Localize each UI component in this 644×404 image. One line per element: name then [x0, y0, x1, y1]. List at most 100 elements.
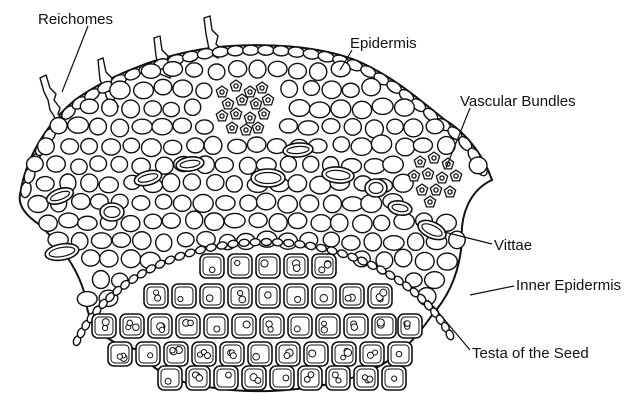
testa-nucleus [321, 327, 327, 333]
parenchyma-cell [205, 213, 224, 230]
parenchyma-cell [144, 101, 161, 116]
parenchyma-cell [278, 195, 298, 212]
parenchyma-cell [141, 139, 161, 157]
testa-nucleus [155, 295, 161, 301]
parenchyma-cell [415, 252, 434, 270]
parenchyma-cell [173, 195, 191, 211]
testa-nucleus [178, 296, 183, 301]
parenchyma-cell [288, 175, 307, 192]
parenchyma-cell [121, 216, 140, 232]
vascular-cell-lumen [248, 116, 252, 120]
parenchyma-cell [425, 272, 445, 289]
testa-nucleus [377, 319, 384, 326]
testa-nucleus [102, 325, 107, 330]
testa-cell [158, 366, 182, 390]
testa-cell [270, 366, 294, 390]
vascular-cell-lumen [234, 112, 238, 116]
parenchyma-cell [404, 119, 423, 137]
parenchyma-cell [162, 174, 179, 192]
parenchyma-cell [364, 159, 385, 174]
testa-nucleus [268, 327, 273, 332]
epidermis-cell [227, 45, 244, 56]
testa-nucleus [362, 375, 367, 380]
parenchyma-cell [408, 233, 424, 251]
parenchyma-cell [383, 156, 404, 173]
testa-nucleus [209, 267, 215, 273]
parenchyma-cell [154, 79, 172, 94]
parenchyma-cell [303, 81, 319, 96]
vascular-cell-lumen [440, 176, 444, 180]
parenchyma-cell [374, 215, 390, 230]
parenchyma-cell [155, 194, 171, 209]
parenchyma-cell [71, 159, 87, 174]
testa-cell [172, 284, 196, 308]
parenchyma-cell [208, 64, 225, 80]
testa-nucleus [127, 320, 133, 326]
parenchyma-cell [342, 235, 360, 250]
label-testa-of-the-seed: Testa of the Seed [472, 345, 589, 362]
testa-leader [428, 300, 470, 350]
parenchyma-cell [47, 156, 65, 172]
testa-nucleus [188, 320, 194, 326]
parenchyma-cell [249, 60, 266, 78]
testa-nucleus [148, 353, 153, 358]
testa-nucleus [344, 349, 351, 356]
parenchyma-cell [268, 61, 287, 76]
testa-nucleus [255, 378, 261, 384]
parenchyma-cell [257, 193, 276, 210]
parenchyma-cell [437, 253, 457, 270]
parenchyma-cell [163, 102, 179, 116]
parenchyma-cell [81, 174, 98, 192]
parenchyma-cell [80, 99, 98, 113]
parenchyma-cell [323, 195, 341, 212]
testa-nucleus [294, 326, 300, 332]
parenchyma-cell [28, 196, 48, 213]
parenchyma-cell [279, 119, 297, 133]
vascular-cell-lumen [244, 128, 248, 132]
testa-nucleus [214, 326, 220, 332]
parenchyma-cell [68, 117, 89, 133]
testa-nucleus [235, 260, 240, 265]
testa-nucleus [102, 319, 109, 326]
inner-epidermis-cell [250, 238, 260, 245]
parenchyma-cell [229, 61, 247, 77]
parenchyma-cell [309, 102, 329, 118]
testa-nucleus [304, 376, 310, 382]
parenchyma-cell [81, 138, 98, 154]
parenchyma-cell [289, 63, 307, 78]
parenchyma-cell [239, 157, 256, 174]
parenchyma-cell [344, 119, 361, 136]
parenchyma-cell [121, 250, 140, 268]
parenchyma-cell [36, 177, 54, 191]
reichomes-leader [62, 26, 88, 92]
parenchyma-cell [111, 119, 129, 137]
parenchyma-cell [226, 176, 242, 192]
testa-nucleus [159, 327, 164, 332]
parenchyma-cell [91, 233, 111, 249]
testa-nucleus [309, 350, 316, 357]
parenchyma-cell [351, 138, 372, 155]
label-vascular-bundles: Vascular Bundles [460, 93, 576, 110]
parenchyma-cell [102, 99, 118, 116]
vascular-cell-lumen [256, 126, 260, 130]
parenchyma-cell [173, 80, 192, 97]
parenchyma-cell [395, 99, 415, 116]
testa-nucleus [332, 372, 338, 378]
parenchyma-cell [163, 62, 182, 77]
vascular-cell-lumen [448, 190, 452, 194]
parenchyma-cell [164, 140, 182, 154]
testa-nucleus [154, 290, 159, 295]
parenchyma-cell [395, 249, 412, 266]
parenchyma-cell [331, 214, 348, 232]
testa-nucleus [405, 321, 411, 327]
testa-nucleus [320, 294, 328, 302]
testa-nucleus [230, 353, 236, 359]
testa-cell [288, 314, 312, 338]
vascular-cell-lumen [426, 172, 430, 176]
vascular-cell-lumen [254, 102, 258, 106]
parenchyma-cell [90, 118, 107, 135]
parenchyma-cell [207, 175, 224, 191]
parenchyma-cell [132, 196, 150, 210]
testa-nucleus [117, 354, 122, 359]
